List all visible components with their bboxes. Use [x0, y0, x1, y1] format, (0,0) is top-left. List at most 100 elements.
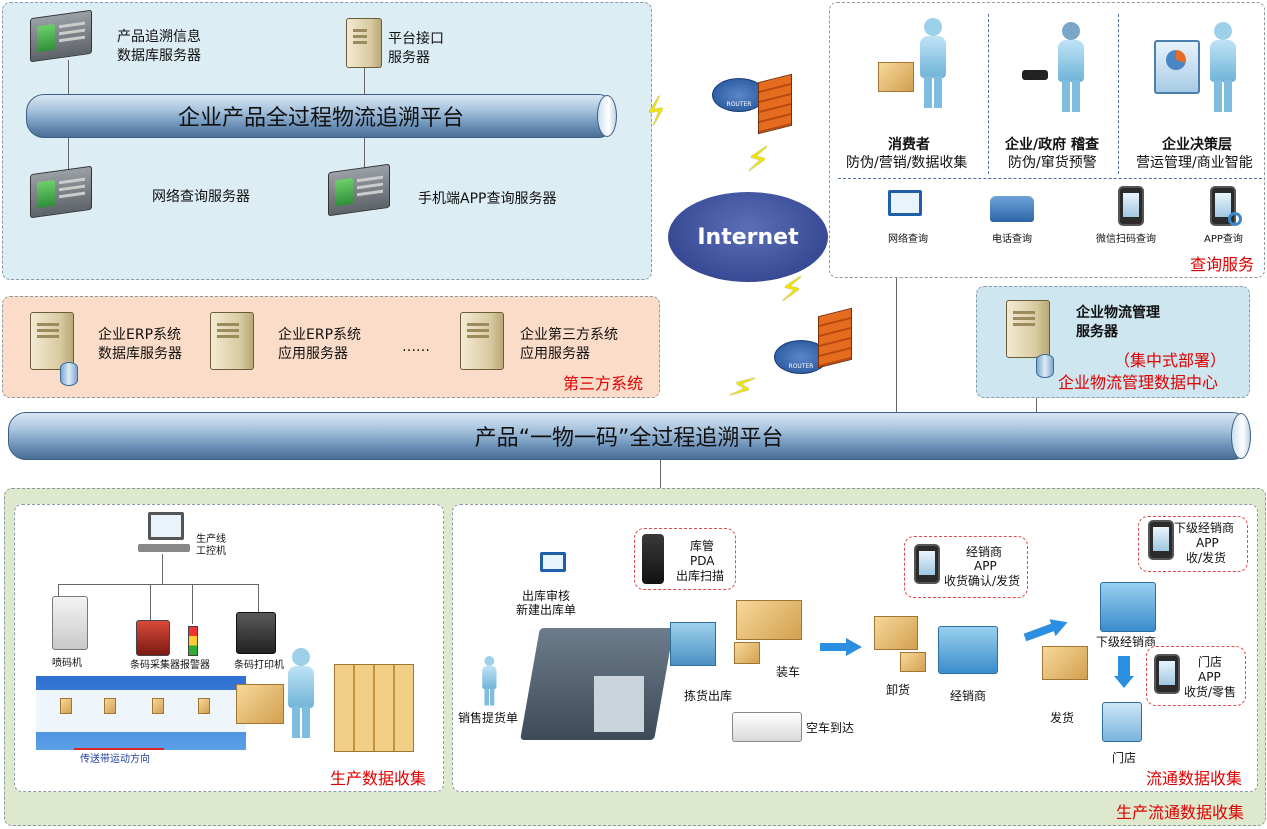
- third-party-title: 第三方系统: [563, 374, 644, 393]
- production-circulation-title: 生产流通数据收集: [1116, 803, 1245, 822]
- erp-db-label-1: 企业ERP系统: [98, 327, 182, 343]
- sub-dealer-phone-icon: [1148, 520, 1174, 560]
- unloading-truck-icon: [874, 616, 918, 650]
- warehouse-door: [594, 676, 644, 732]
- pallet-stack-icon: [334, 664, 414, 752]
- connector: [68, 138, 69, 170]
- internet-cloud: Internet: [668, 192, 828, 282]
- erp-app-label-2: 应用服务器: [278, 346, 348, 362]
- trace-platform-pipe: 企业产品全过程物流追溯平台: [26, 94, 617, 138]
- telephone-icon: [990, 196, 1034, 222]
- firewall-icon: [818, 307, 852, 369]
- store-label: 门店: [1112, 751, 1137, 765]
- main-trace-platform-label: 产品“一物一码”全过程追溯平台: [474, 426, 784, 451]
- divider: [988, 14, 989, 174]
- belt-direction-arrow: [74, 748, 164, 750]
- store-building-icon: [1102, 702, 1142, 742]
- router-icon: ROUTER: [712, 78, 766, 112]
- consumer-name: 消费者: [888, 137, 930, 153]
- pie-chart-icon: [1166, 50, 1186, 70]
- sub-dealer-building-icon: [1100, 582, 1156, 632]
- boxes-icon: [734, 642, 760, 664]
- erp-db-server-icon: [30, 312, 74, 370]
- boxes-icon: [900, 652, 926, 672]
- production-title: 生产数据收集: [330, 769, 427, 788]
- app-query-server-icon: [328, 163, 390, 217]
- alarm-light-icon: [188, 626, 198, 656]
- shipping-truck-icon: [1042, 646, 1088, 680]
- down-arrow-head: [1114, 676, 1134, 688]
- database-cylinder-icon: [60, 362, 78, 386]
- connector: [660, 460, 661, 504]
- sub-dealer-app-label-3: 收/发货: [1186, 551, 1227, 565]
- connector: [364, 68, 365, 95]
- executive-person-icon: [1206, 22, 1240, 112]
- wechat-phone-icon: [1118, 186, 1144, 226]
- divider: [1118, 14, 1119, 174]
- store-app-label-1: 门店: [1198, 655, 1223, 669]
- product-box-icon: [104, 698, 116, 714]
- connector: [364, 138, 365, 170]
- trace-db-server-icon: [30, 9, 92, 63]
- ellipsis-label: ……: [402, 339, 430, 355]
- label-printer-icon: [236, 612, 276, 654]
- empty-truck-label: 空车到达: [806, 721, 855, 735]
- logistics-server-label-1: 企业物流管理: [1076, 305, 1160, 321]
- api-server-label-2: 服务器: [388, 50, 430, 66]
- worker-person-icon: [284, 648, 318, 738]
- erp-app-server-icon: [210, 312, 254, 370]
- erp-app-label-1: 企业ERP系统: [278, 327, 362, 343]
- main-trace-platform-pipe: 产品“一物一码”全过程追溯平台: [8, 412, 1251, 460]
- connector: [68, 60, 69, 95]
- flow-arrow-icon: [846, 638, 862, 656]
- product-box-icon: [198, 698, 210, 714]
- outbound-review-label-2: 新建出库单: [516, 603, 577, 617]
- trace-platform-panel: [2, 2, 652, 280]
- logistics-note-1: （集中式部署）: [1114, 351, 1227, 370]
- flashlight-icon: [1022, 70, 1048, 80]
- dealer-building-icon: [938, 626, 998, 674]
- magnifier-icon: [1228, 212, 1242, 226]
- device-label-printer: 条码打印机: [234, 660, 284, 671]
- pc-label-2: 工控机: [196, 546, 226, 557]
- forklift-icon: [670, 622, 716, 666]
- channel-wechat: 微信扫码查询: [1096, 234, 1156, 245]
- inspector-person-icon: [1054, 22, 1088, 112]
- belt-direction-label: 传送带运动方向: [80, 754, 150, 765]
- pda-device-icon: [642, 534, 664, 584]
- logistics-note-2: 企业物流管理数据中心: [1058, 373, 1219, 392]
- connector: [258, 584, 259, 614]
- sub-dealer-app-label-1: 下级经销商: [1174, 521, 1235, 535]
- web-query-monitor-icon: [888, 190, 922, 216]
- outbound-review-label-1: 出库审核: [522, 589, 571, 603]
- pda-label-1: 库管: [690, 539, 715, 553]
- circulation-title: 流通数据收集: [1146, 769, 1243, 788]
- third-party-app-server-icon: [460, 312, 504, 370]
- connector: [58, 584, 258, 585]
- consumer-person-icon: [916, 18, 950, 108]
- picking-label: 拣货出库: [684, 689, 733, 703]
- sub-dealer-label: 下级经销商: [1096, 635, 1157, 649]
- connector: [896, 278, 897, 412]
- barcode-scanner-icon: [136, 620, 170, 656]
- review-pc-icon: [540, 552, 566, 572]
- store-phone-icon: [1154, 654, 1180, 694]
- third-party-app-label-1: 企业第三方系统: [520, 327, 618, 343]
- third-party-panel: [2, 296, 660, 398]
- app-query-server-label: 手机端APP查询服务器: [418, 191, 557, 207]
- unloading-label: 卸货: [886, 683, 911, 697]
- dealer-app-label-2: APP: [974, 559, 997, 573]
- packing-box-icon: [236, 684, 284, 724]
- web-query-server-icon: [30, 165, 92, 219]
- dealer-phone-icon: [914, 544, 940, 584]
- device-label-scanner: 条码采集器: [130, 660, 180, 671]
- pda-label-2: PDA: [690, 554, 715, 568]
- channel-phone: 电话查询: [992, 234, 1032, 245]
- dealer-app-label-3: 收货确认/发货: [944, 574, 1021, 588]
- sales-order-label: 销售提货单: [458, 711, 519, 725]
- inkjet-printer-icon: [52, 596, 88, 650]
- device-label-inkjet: 喷码机: [52, 658, 82, 669]
- third-party-app-label-2: 应用服务器: [520, 346, 590, 362]
- inspector-desc: 防伪/窜货预警: [1008, 155, 1097, 171]
- sub-dealer-app-label-2: APP: [1196, 536, 1219, 550]
